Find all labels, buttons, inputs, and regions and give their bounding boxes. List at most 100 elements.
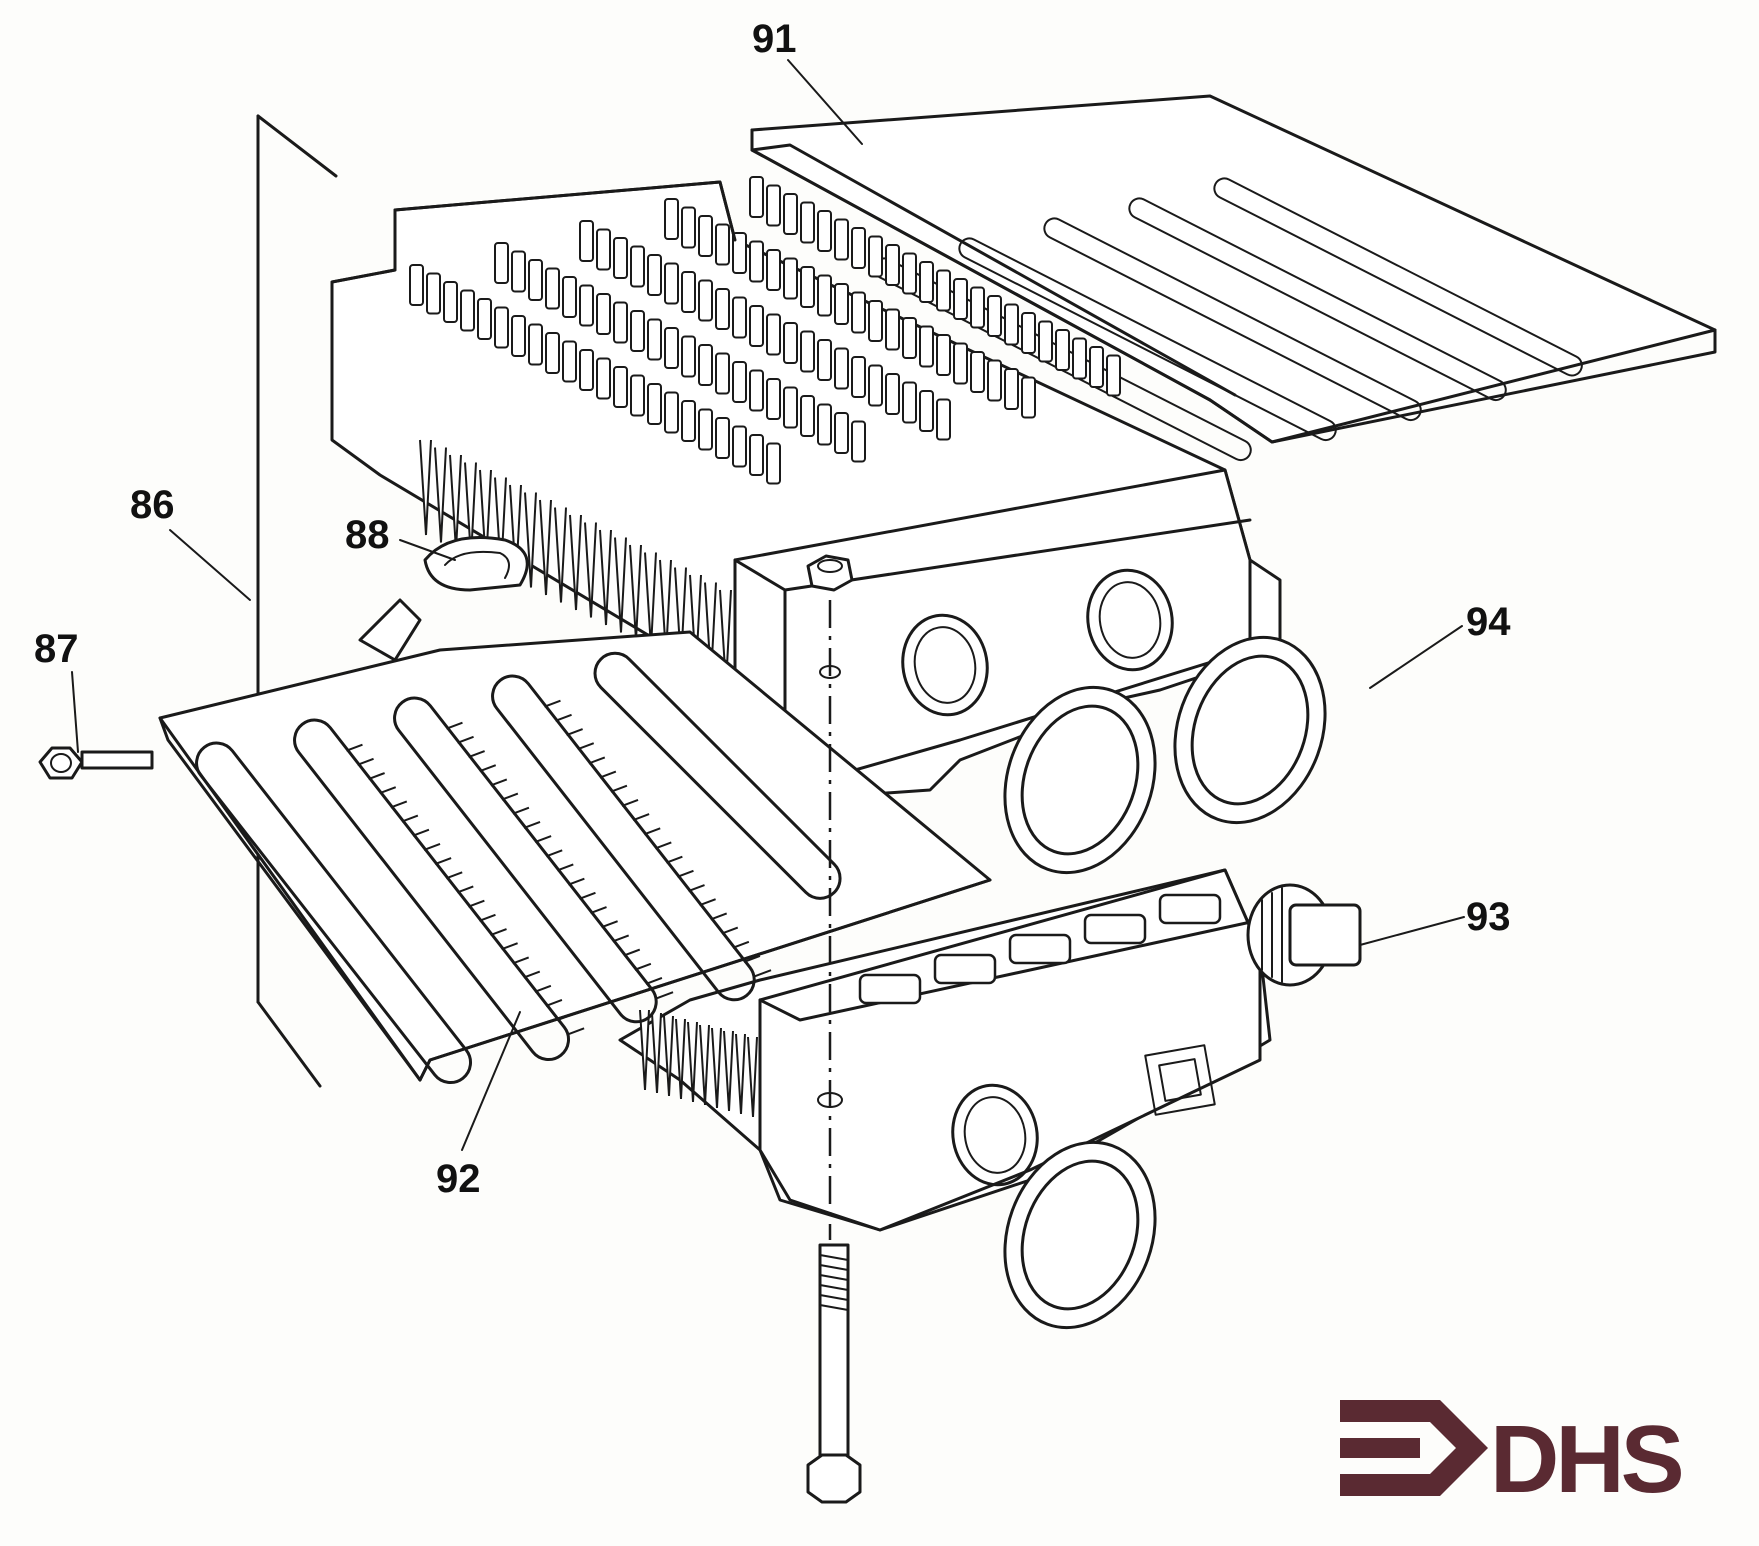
fin bbox=[613, 237, 628, 279]
fin-cap bbox=[1008, 933, 1072, 965]
fin bbox=[766, 249, 781, 291]
fin bbox=[590, 906, 607, 914]
fin bbox=[664, 198, 679, 240]
fin bbox=[1004, 368, 1019, 410]
fin bbox=[681, 206, 696, 249]
fin bbox=[800, 201, 815, 244]
fin bbox=[562, 340, 577, 383]
fin bbox=[936, 269, 951, 312]
fin bbox=[851, 291, 866, 334]
fin bbox=[749, 305, 764, 347]
fin bbox=[446, 721, 463, 730]
fin bbox=[688, 884, 705, 892]
fin bbox=[800, 266, 815, 308]
fin bbox=[666, 855, 683, 864]
fin bbox=[630, 374, 645, 417]
callout-91: 91 bbox=[752, 17, 797, 61]
fin bbox=[783, 322, 798, 364]
plug-93 bbox=[1246, 883, 1362, 987]
fin bbox=[612, 934, 630, 943]
fin bbox=[723, 1030, 734, 1112]
fin bbox=[579, 284, 594, 327]
fin bbox=[457, 735, 474, 744]
fin bbox=[681, 335, 696, 378]
fin bbox=[817, 274, 832, 317]
fin bbox=[749, 176, 764, 218]
upper-heat-exchanger-section bbox=[330, 176, 1282, 802]
fin bbox=[434, 857, 452, 866]
fin bbox=[766, 184, 781, 227]
fin bbox=[501, 792, 519, 801]
fin bbox=[681, 271, 696, 313]
leader-lines bbox=[71, 59, 1465, 1151]
fin bbox=[732, 296, 747, 339]
fin bbox=[511, 250, 526, 293]
fin bbox=[419, 439, 432, 536]
fin bbox=[566, 728, 583, 736]
fin bbox=[468, 750, 485, 758]
fin bbox=[357, 757, 374, 766]
fin bbox=[698, 408, 713, 451]
fin bbox=[379, 786, 397, 795]
fin bbox=[494, 306, 509, 349]
grate-slots bbox=[195, 651, 842, 1085]
fin bbox=[610, 784, 628, 793]
fin bbox=[721, 926, 739, 935]
fin bbox=[851, 356, 866, 398]
fin bbox=[654, 841, 672, 850]
fin bbox=[766, 313, 781, 356]
fin bbox=[599, 770, 617, 779]
fin bbox=[494, 242, 509, 284]
fin bbox=[523, 820, 541, 829]
fin bbox=[749, 240, 764, 283]
fin bbox=[1072, 337, 1087, 380]
fin bbox=[663, 1015, 674, 1097]
callout-87: 87 bbox=[34, 627, 79, 671]
fin bbox=[460, 289, 475, 332]
fin bbox=[698, 344, 713, 386]
fin bbox=[613, 301, 628, 344]
fin bbox=[479, 913, 496, 922]
fin bbox=[1089, 346, 1104, 388]
fin bbox=[953, 342, 968, 385]
fin bbox=[834, 412, 849, 454]
fin bbox=[868, 364, 883, 407]
lower-fin-caps bbox=[858, 893, 1222, 1005]
fin bbox=[556, 1013, 574, 1022]
fin bbox=[754, 969, 772, 978]
fin bbox=[445, 871, 463, 880]
fin bbox=[523, 970, 541, 979]
fin bbox=[534, 984, 552, 993]
fin bbox=[645, 977, 663, 985]
fin bbox=[569, 514, 582, 611]
gaskets-94 bbox=[1003, 635, 1327, 1330]
fin bbox=[468, 899, 485, 908]
fin bbox=[596, 293, 611, 335]
callout-86: 86 bbox=[130, 483, 175, 527]
fin bbox=[1106, 354, 1121, 397]
fin bbox=[539, 499, 552, 596]
fin bbox=[766, 442, 781, 485]
bolt-87 bbox=[38, 746, 154, 780]
fin bbox=[443, 281, 458, 323]
fin bbox=[601, 920, 618, 929]
fin bbox=[501, 942, 518, 951]
fin bbox=[664, 391, 679, 434]
fin bbox=[919, 390, 934, 432]
fin bbox=[479, 764, 497, 773]
fin bbox=[834, 218, 849, 261]
fin bbox=[902, 381, 917, 424]
fin bbox=[647, 383, 662, 425]
fin bbox=[902, 252, 917, 295]
fin bbox=[1021, 376, 1036, 419]
logo-text: DHS bbox=[1490, 1406, 1682, 1513]
fin bbox=[800, 395, 815, 437]
fin bbox=[613, 366, 628, 408]
fin bbox=[817, 210, 832, 252]
fin bbox=[426, 272, 441, 315]
fin-cap bbox=[1083, 913, 1147, 945]
fin bbox=[409, 264, 424, 306]
fin bbox=[919, 325, 934, 368]
fin bbox=[970, 351, 985, 393]
